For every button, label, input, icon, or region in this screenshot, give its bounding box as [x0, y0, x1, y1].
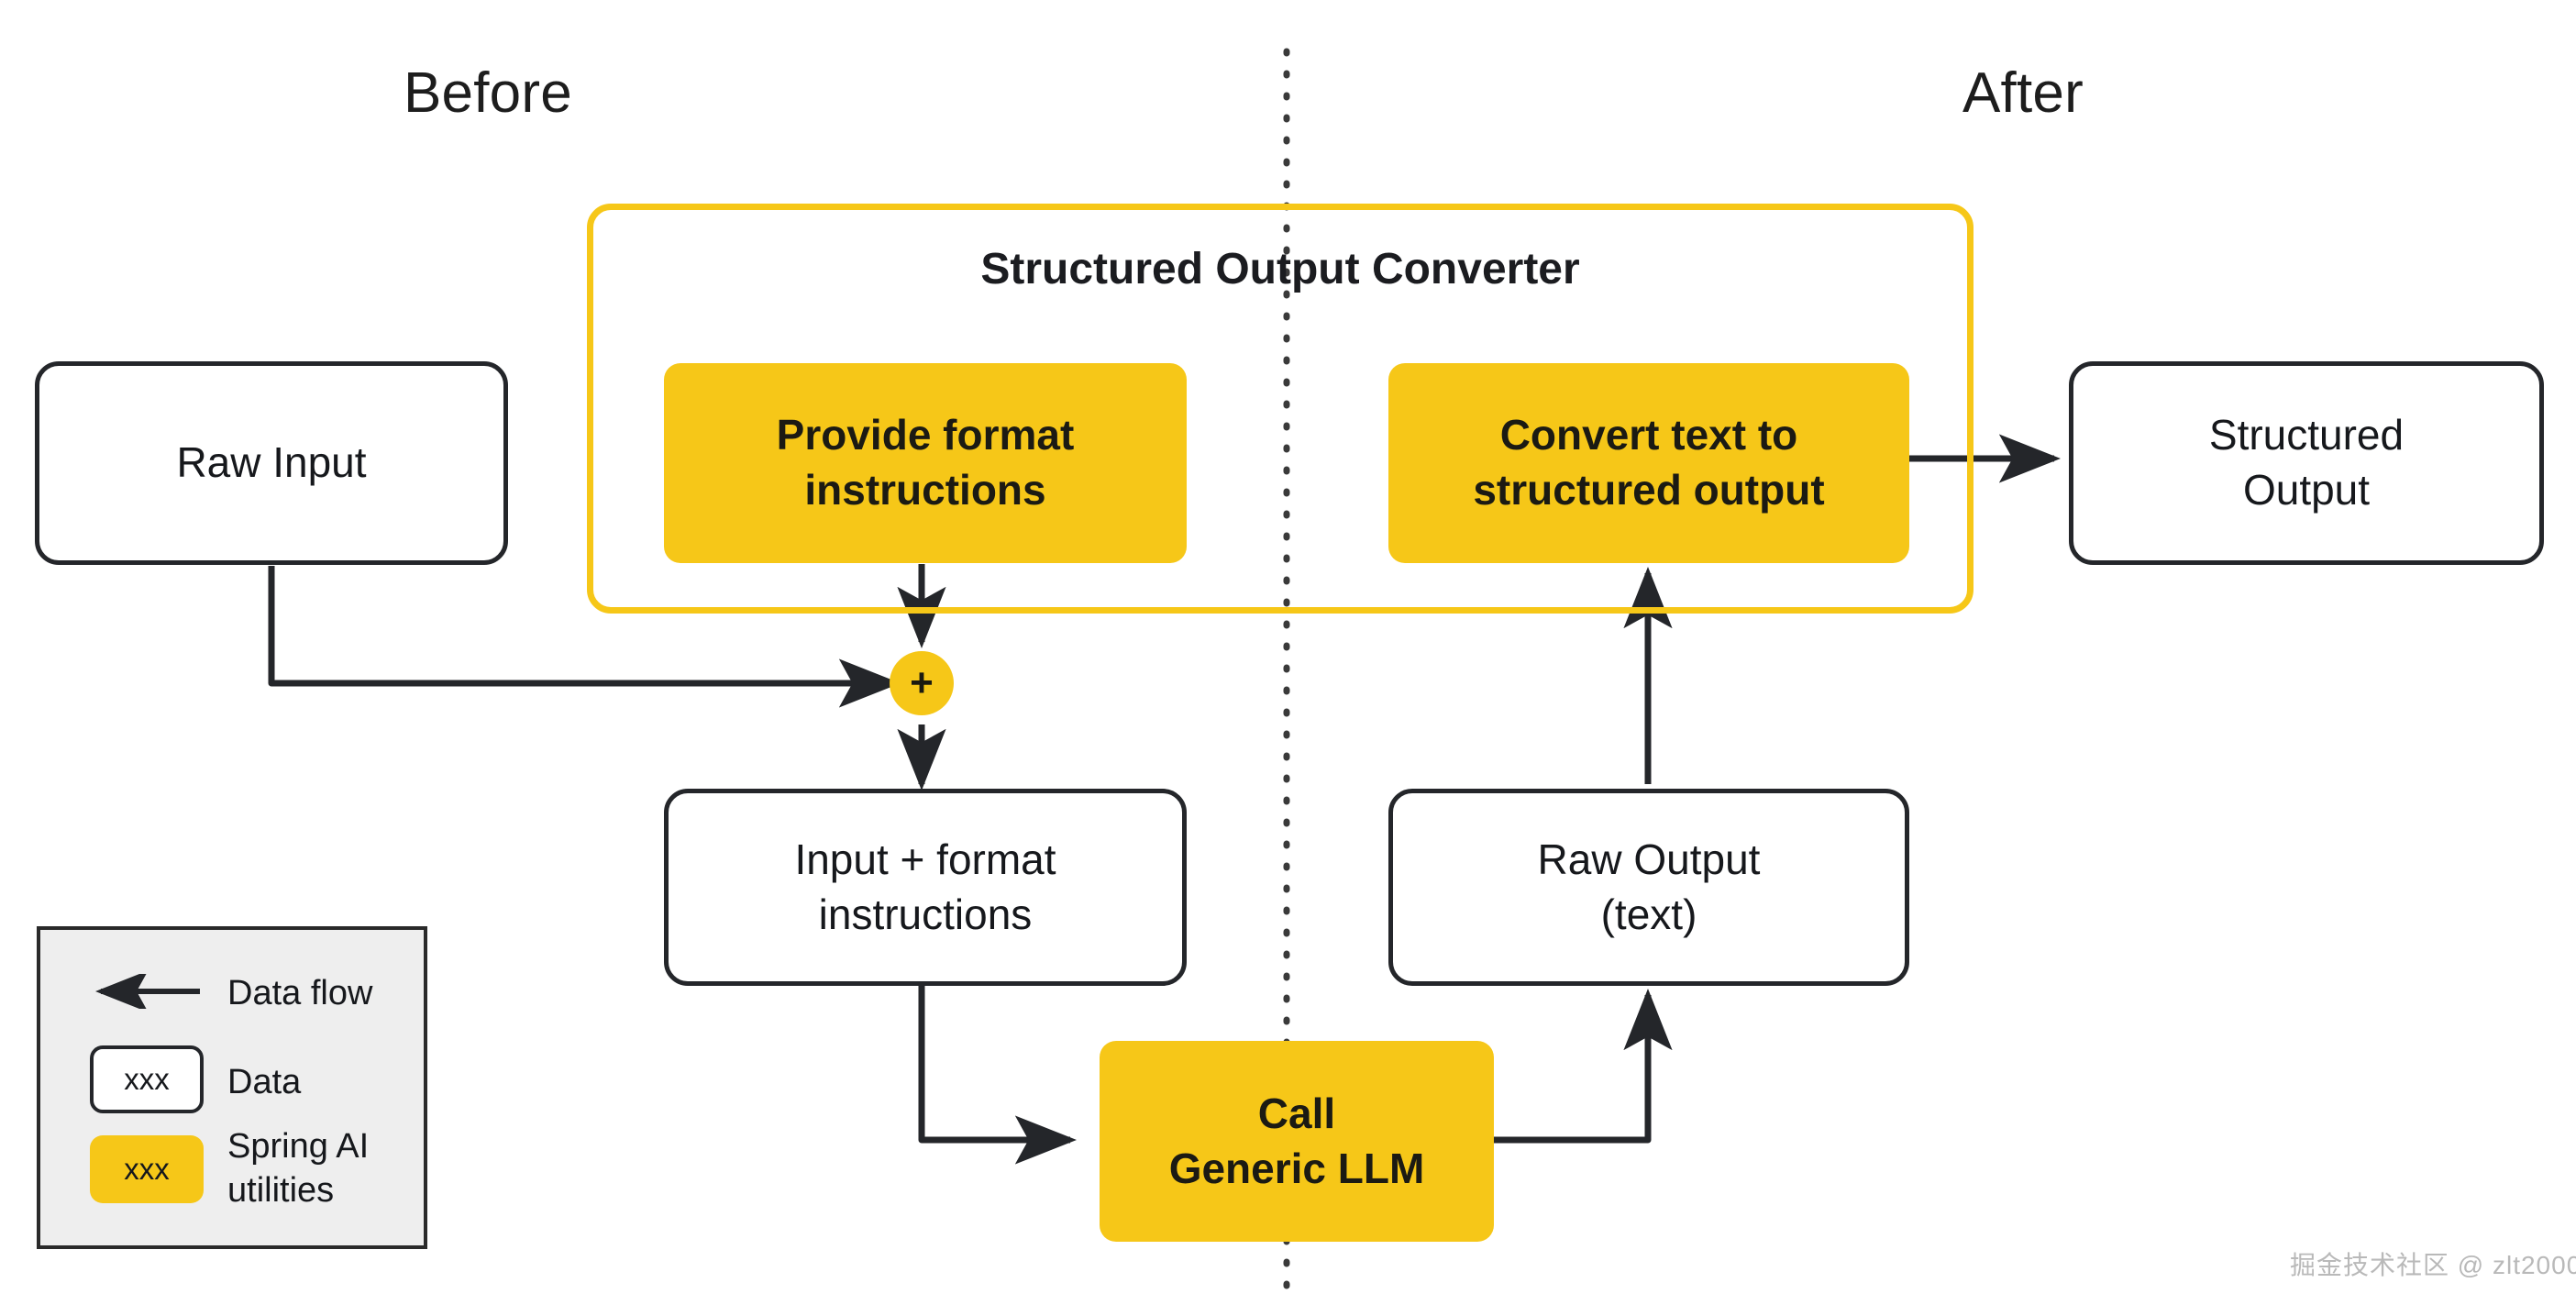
legend-swatch-utility-text: xxx	[124, 1152, 170, 1186]
arrow-left-icon	[95, 974, 200, 1009]
node-structured-output[interactable]: Structured Output	[2069, 361, 2544, 565]
node-convert-text-to-structured-output[interactable]: Convert text to structured output	[1388, 363, 1909, 563]
structured-output-converter-frame	[587, 204, 1973, 614]
node-call-generic-llm-label: Call Generic LLM	[1168, 1089, 1425, 1192]
watermark: 掘金技术社区 @ zlt2000	[2290, 1251, 2576, 1279]
node-merge-junction[interactable]: +	[890, 651, 954, 715]
node-structured-output-label: Structured Output	[2208, 411, 2405, 514]
phase-label-before: Before	[404, 61, 572, 125]
phase-label-after: After	[1962, 61, 2084, 125]
legend-swatch-data: xxx	[90, 1045, 204, 1113]
node-input-plus-format-instructions[interactable]: Input + format instructions	[664, 789, 1187, 986]
legend-swatch-spring-ai-utilities: xxx	[90, 1135, 204, 1203]
node-raw-input[interactable]: Raw Input	[35, 361, 508, 565]
node-raw-output-label: Raw Output (text)	[1537, 835, 1761, 938]
merge-plus-label: +	[910, 660, 934, 705]
edge-input-format-to-call-llm	[918, 983, 1077, 1165]
node-provide-format-instructions[interactable]: Provide format instructions	[664, 363, 1187, 563]
edge-call-llm-to-raw-output	[1490, 989, 1673, 1144]
legend-label-data-flow: Data flow	[227, 974, 373, 1012]
legend-swatch-data-text: xxx	[124, 1062, 170, 1096]
node-provide-format-instructions-label: Provide format instructions	[776, 411, 1075, 514]
node-raw-output[interactable]: Raw Output (text)	[1388, 789, 1909, 986]
converter-title: Structured Output Converter	[980, 245, 1580, 293]
legend-label-spring-ai-utilities: Spring AI utilities	[227, 1127, 370, 1210]
node-raw-input-label: Raw Input	[176, 438, 367, 487]
legend-label-data: Data	[227, 1063, 302, 1101]
node-input-plus-format-instructions-label: Input + format instructions	[794, 835, 1056, 938]
node-call-generic-llm[interactable]: Call Generic LLM	[1100, 1041, 1494, 1242]
node-convert-text-to-structured-output-label: Convert text to structured output	[1473, 411, 1825, 514]
